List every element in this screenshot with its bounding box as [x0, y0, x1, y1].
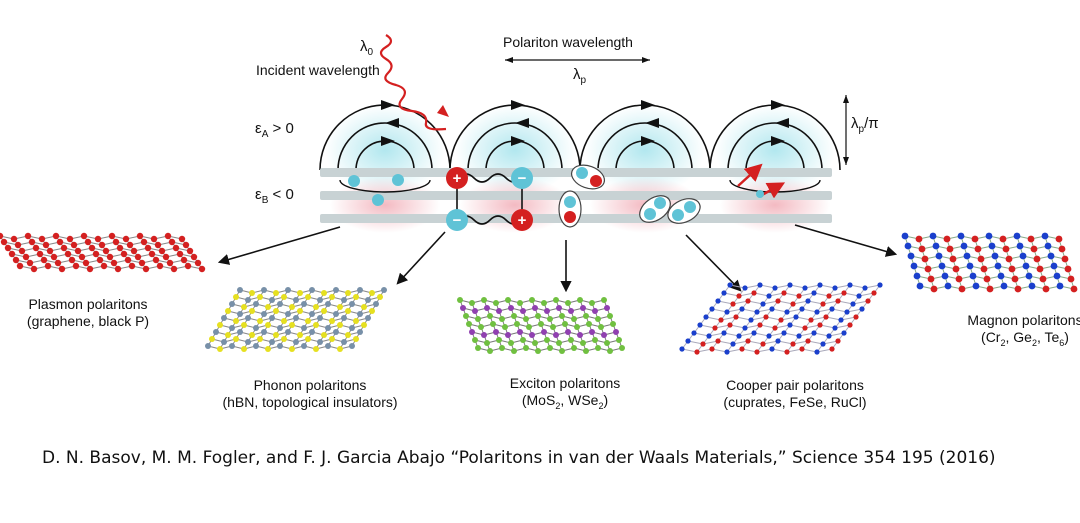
- svg-text:−: −: [453, 212, 462, 229]
- loop-arrowheads: [381, 100, 789, 146]
- cuprate-lattice: [679, 282, 883, 355]
- magnon-label: Magnon polaritons (Cr2, Ge2, Te6): [967, 312, 1080, 348]
- svg-text:+: +: [518, 212, 527, 229]
- charges: + − − +: [348, 164, 701, 231]
- lambda-p-pi-label: λp/π: [851, 115, 879, 135]
- plasmon-label: Plasmon polaritons (graphene, black P): [26, 296, 150, 329]
- lambda-p-label: λp: [573, 66, 587, 86]
- phonon-label: Phonon polaritons (hBN, topological insu…: [222, 377, 398, 410]
- lambda0-label: λ0: [360, 38, 374, 58]
- spin-arrows: [737, 163, 786, 199]
- graphene-lattice: [0, 232, 206, 273]
- incident-wavelength-label: Incident wavelength: [256, 62, 380, 78]
- polariton-wavelength-label: Polariton wavelength: [503, 34, 633, 50]
- magnet-lattice: [901, 232, 1078, 293]
- citation: D. N. Basov, M. M. Fogler, and F. J. Gar…: [42, 448, 996, 468]
- eps-b-label: εB < 0: [255, 186, 294, 206]
- pointer-arrows: [217, 224, 898, 293]
- tmd-lattice: [457, 297, 625, 354]
- svg-text:−: −: [518, 170, 527, 187]
- hbn-lattice: [205, 287, 387, 352]
- incident-wave: [379, 34, 449, 131]
- svg-text:+: +: [453, 170, 462, 187]
- eps-a-label: εA > 0: [255, 120, 294, 140]
- cooper-label: Cooper pair polaritons (cuprates, FeSe, …: [723, 377, 867, 410]
- exciton-label: Exciton polaritons (MoS2, WSe2): [509, 375, 621, 411]
